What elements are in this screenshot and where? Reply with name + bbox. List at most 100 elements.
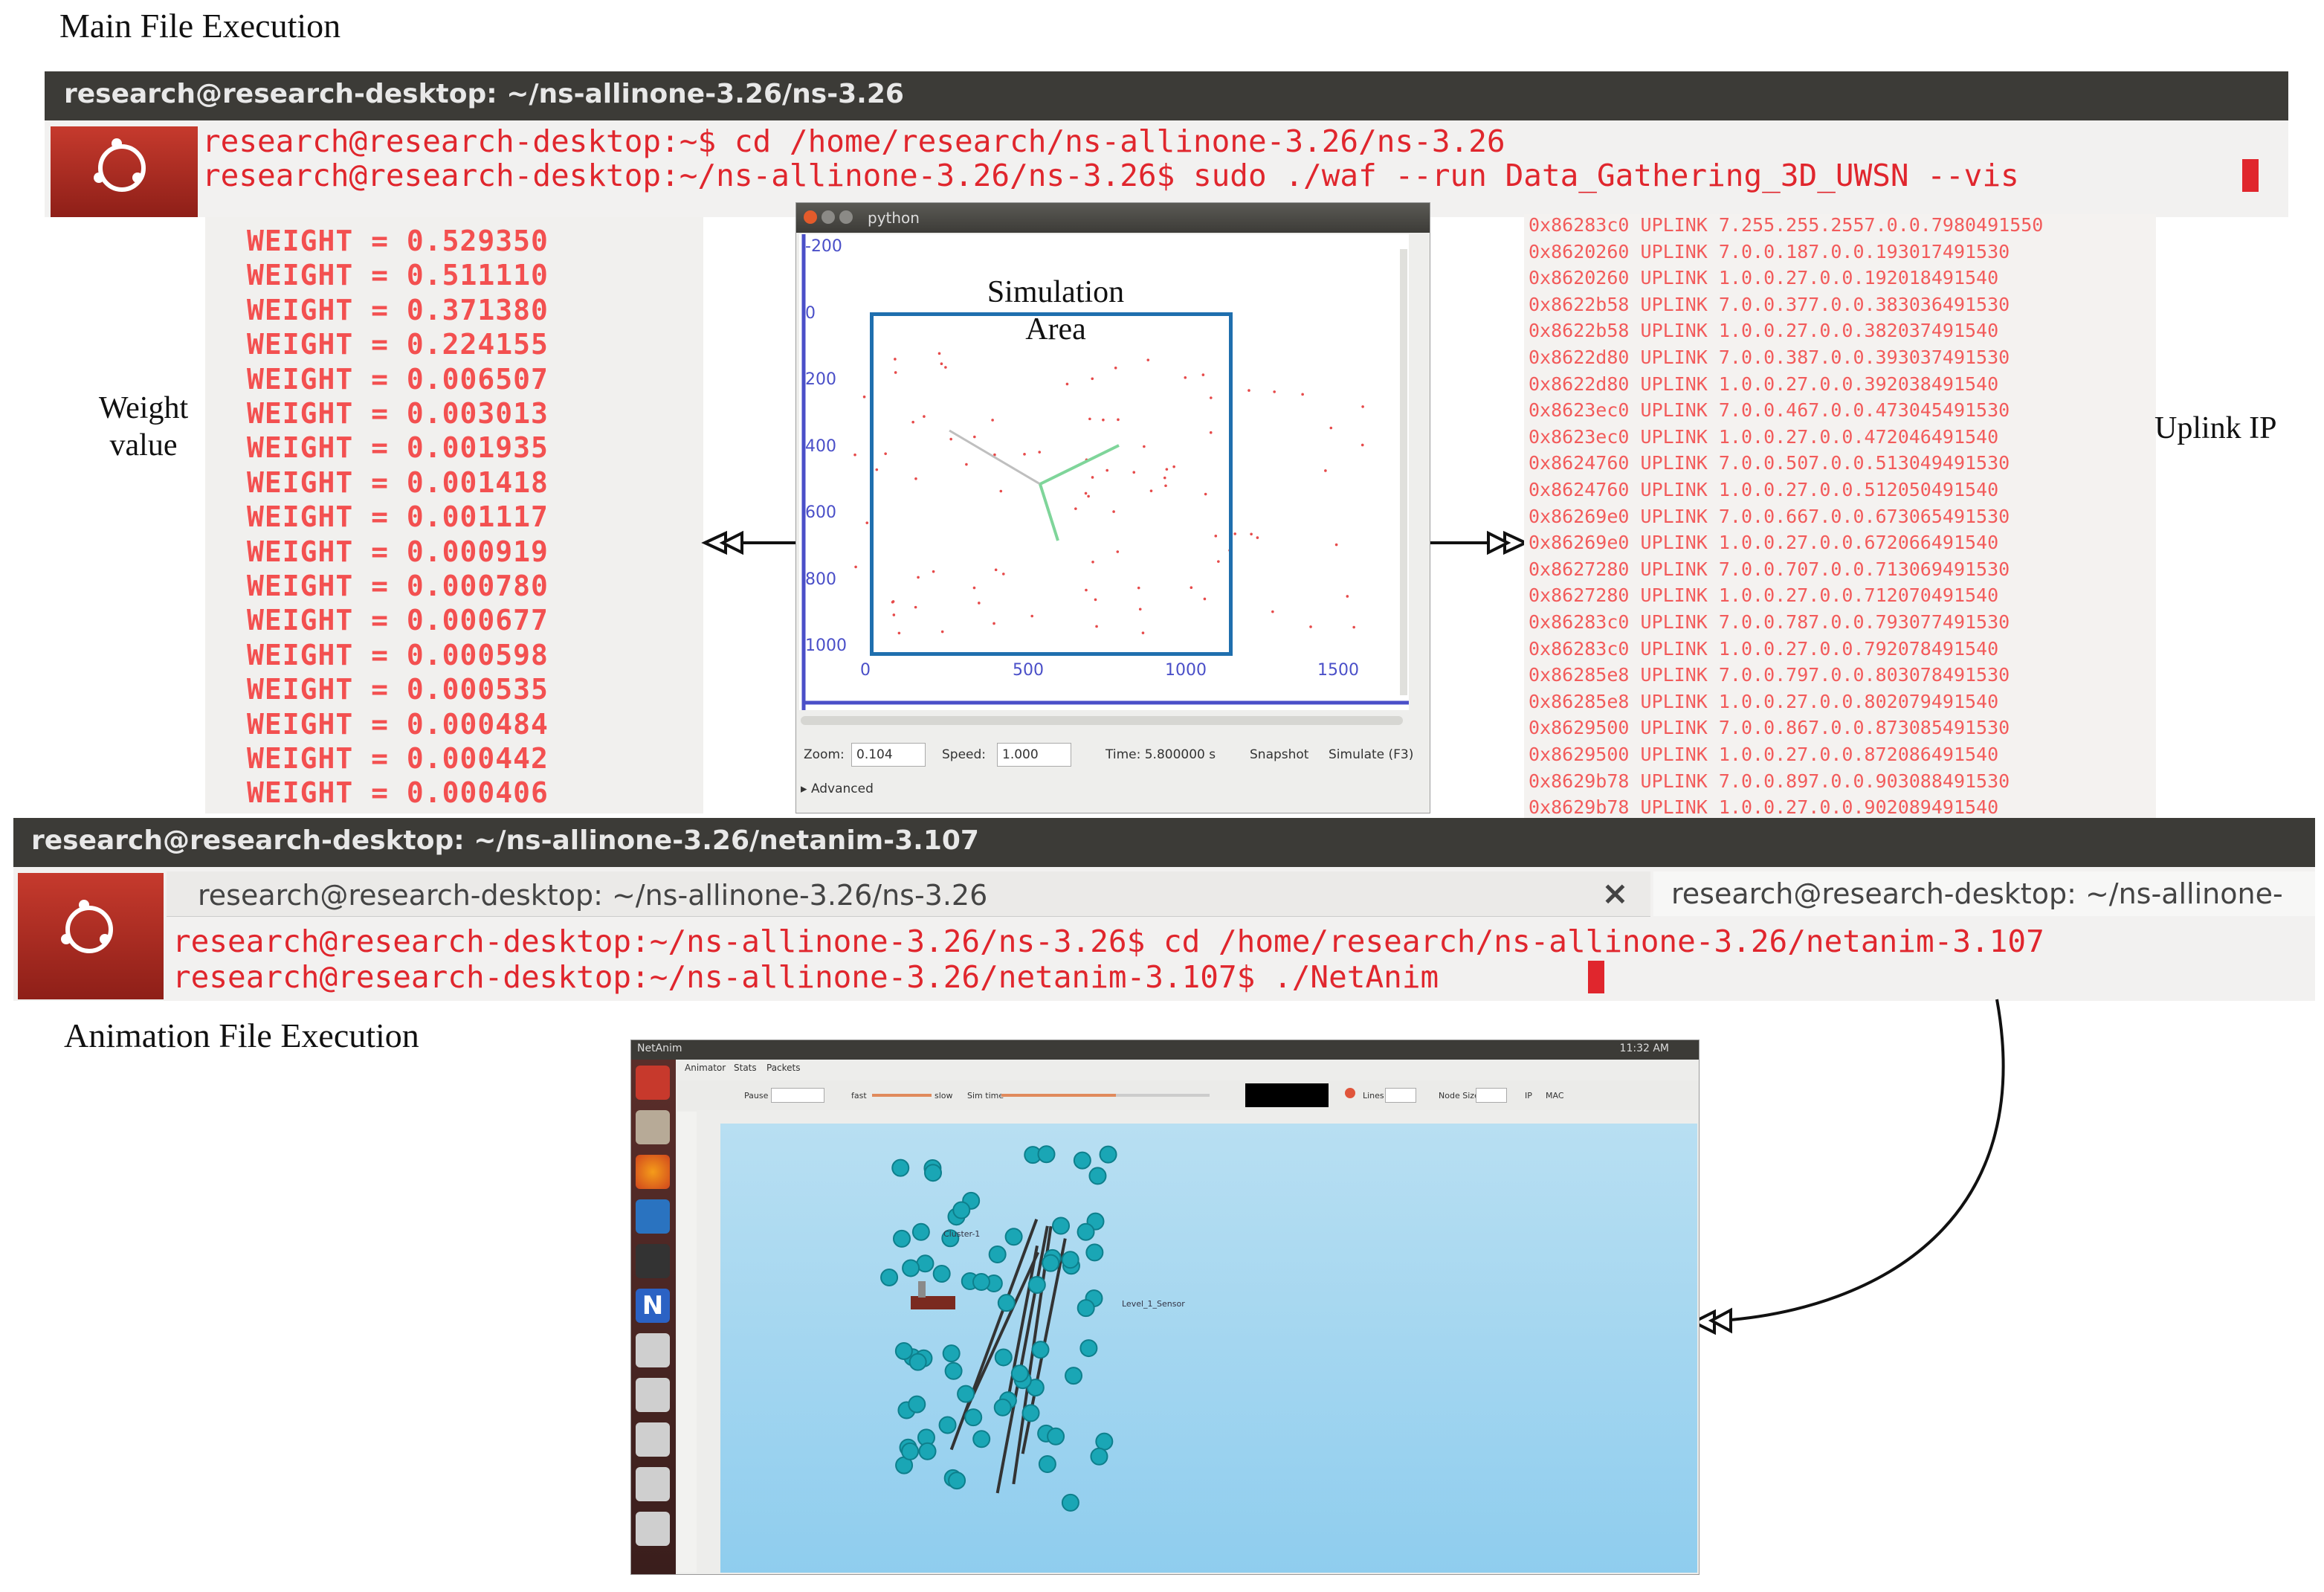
tab-animator[interactable]: Animator — [685, 1063, 726, 1073]
minimize-icon[interactable] — [822, 210, 835, 224]
sim-node — [1301, 393, 1304, 396]
node-icon[interactable] — [911, 1222, 930, 1241]
node-icon[interactable] — [1031, 1341, 1050, 1359]
node-icon[interactable] — [908, 1395, 926, 1414]
sim-node — [1233, 532, 1237, 535]
speed-spinner[interactable]: 1.000 — [997, 743, 1071, 767]
node-icon[interactable] — [1077, 1299, 1095, 1318]
node-icon[interactable] — [908, 1353, 927, 1371]
node-icon[interactable] — [997, 1294, 1016, 1312]
sim-scrollbar-h[interactable] — [801, 716, 1403, 725]
node-icon[interactable] — [938, 1416, 957, 1434]
node-icon[interactable] — [1042, 1254, 1060, 1272]
terminal-window-netanim[interactable]: research@research-desktop: ~/ns-allinone… — [13, 818, 2315, 1001]
node-icon[interactable] — [1021, 1404, 1040, 1422]
lines-spinner[interactable] — [1385, 1088, 1416, 1103]
node-icon[interactable] — [993, 1398, 1012, 1417]
node-icon[interactable] — [1061, 1493, 1079, 1512]
node-icon[interactable] — [944, 1361, 963, 1380]
node-icon[interactable] — [1073, 1151, 1091, 1170]
writer-icon[interactable] — [636, 1199, 670, 1234]
node-icon[interactable] — [1038, 1455, 1056, 1474]
node-icon[interactable] — [957, 1385, 975, 1403]
mac-toggle[interactable]: MAC — [1546, 1091, 1564, 1100]
node-icon[interactable] — [1090, 1447, 1108, 1466]
node-icon[interactable] — [972, 1430, 991, 1448]
drive-icon[interactable] — [636, 1378, 670, 1412]
terminal-icon[interactable] — [636, 1244, 670, 1278]
node-icon[interactable] — [1077, 1222, 1095, 1241]
node-icon[interactable] — [902, 1259, 920, 1277]
netanim-window[interactable]: NetAnim 11:32 AM N Animator Stats Packet… — [630, 1040, 1700, 1575]
node-icon[interactable] — [994, 1348, 1013, 1367]
node-icon[interactable] — [880, 1268, 899, 1286]
pause-at-input[interactable] — [771, 1088, 824, 1103]
close-icon[interactable] — [804, 210, 817, 224]
node-icon[interactable] — [1027, 1275, 1046, 1294]
dash-icon[interactable] — [636, 1066, 670, 1100]
node-icon[interactable] — [1010, 1364, 1029, 1383]
node-icon[interactable] — [1079, 1339, 1098, 1358]
simulate-button[interactable]: Simulate (F3) — [1329, 747, 1414, 762]
firefox-icon[interactable] — [636, 1155, 670, 1189]
node-icon[interactable] — [1037, 1145, 1056, 1164]
speed-slider[interactable] — [872, 1094, 932, 1097]
sim-scrollbar-v[interactable] — [1400, 249, 1407, 695]
node-icon[interactable] — [964, 1408, 983, 1427]
terminal-window-main[interactable]: research@research-desktop: ~/ns-allinone… — [45, 71, 2288, 217]
sim-node — [1088, 417, 1091, 421]
node-icon[interactable] — [1099, 1145, 1117, 1164]
drive-icon[interactable] — [636, 1422, 670, 1457]
uplink-row: 0x86269e0 UPLINK 1.0.0.27.0.0.6720664915… — [1529, 532, 1999, 554]
node-icon[interactable] — [1095, 1432, 1114, 1451]
node-icon[interactable] — [893, 1229, 911, 1248]
network-link — [995, 1225, 1049, 1494]
snapshot-button[interactable]: Snapshot — [1250, 747, 1309, 762]
sim-node — [1201, 373, 1205, 376]
node-icon[interactable] — [941, 1229, 960, 1248]
drive-icon[interactable] — [636, 1512, 670, 1546]
speed-label: Speed: — [942, 747, 987, 762]
record-icon[interactable] — [1345, 1088, 1355, 1098]
node-icon[interactable] — [972, 1273, 990, 1292]
sim-time-slider[interactable] — [1001, 1094, 1210, 1097]
node-icon[interactable] — [891, 1158, 910, 1177]
advanced-expander[interactable]: ▸ Advanced — [801, 782, 874, 796]
node-icon[interactable] — [901, 1442, 920, 1460]
tab-stats[interactable]: Stats — [734, 1063, 757, 1073]
terminal-titlebar[interactable]: research@research-desktop: ~/ns-allinone… — [45, 71, 2288, 120]
netanim-app-icon[interactable]: N — [636, 1289, 670, 1323]
sim-node — [1114, 366, 1117, 370]
node-icon[interactable] — [1085, 1243, 1104, 1262]
sim-titlebar[interactable]: python — [796, 203, 1430, 233]
node-size-spinner[interactable] — [1476, 1088, 1507, 1103]
weight-row: WEIGHT = 0.000598 — [247, 638, 549, 671]
ip-toggle[interactable]: IP — [1525, 1091, 1532, 1100]
zoom-spinner[interactable]: 0.104 — [851, 743, 926, 767]
node-icon[interactable] — [1065, 1367, 1083, 1385]
maximize-icon[interactable] — [839, 210, 853, 224]
netanim-scene[interactable]: Cluster-1 Level_1_Sensor — [720, 1124, 1697, 1573]
terminal-tab-2[interactable]: research@research-desktop: ~/ns-allinone… — [1653, 871, 2315, 916]
node-icon[interactable] — [1004, 1228, 1023, 1246]
node-icon[interactable] — [1061, 1251, 1079, 1269]
node-icon[interactable] — [894, 1341, 913, 1360]
node-icon[interactable] — [1052, 1216, 1071, 1235]
node-icon[interactable] — [1088, 1167, 1107, 1185]
files-icon[interactable] — [636, 1110, 670, 1144]
node-icon[interactable] — [932, 1264, 951, 1283]
node-icon[interactable] — [952, 1201, 971, 1219]
terminal2-titlebar[interactable]: research@research-desktop: ~/ns-allinone… — [13, 818, 2315, 867]
tab-packets[interactable]: Packets — [766, 1063, 801, 1073]
terminal-tab-1[interactable]: research@research-desktop: ~/ns-allinone… — [167, 871, 1650, 917]
node-icon[interactable] — [942, 1344, 961, 1363]
drive-icon[interactable] — [636, 1333, 670, 1367]
node-icon[interactable] — [948, 1472, 966, 1490]
node-icon[interactable] — [923, 1164, 942, 1182]
drive-icon[interactable] — [636, 1467, 670, 1501]
node-icon[interactable] — [1047, 1427, 1065, 1446]
node-icon[interactable] — [988, 1245, 1007, 1264]
node-icon[interactable] — [918, 1442, 937, 1460]
tab-close-icon[interactable]: × — [1601, 874, 1629, 912]
